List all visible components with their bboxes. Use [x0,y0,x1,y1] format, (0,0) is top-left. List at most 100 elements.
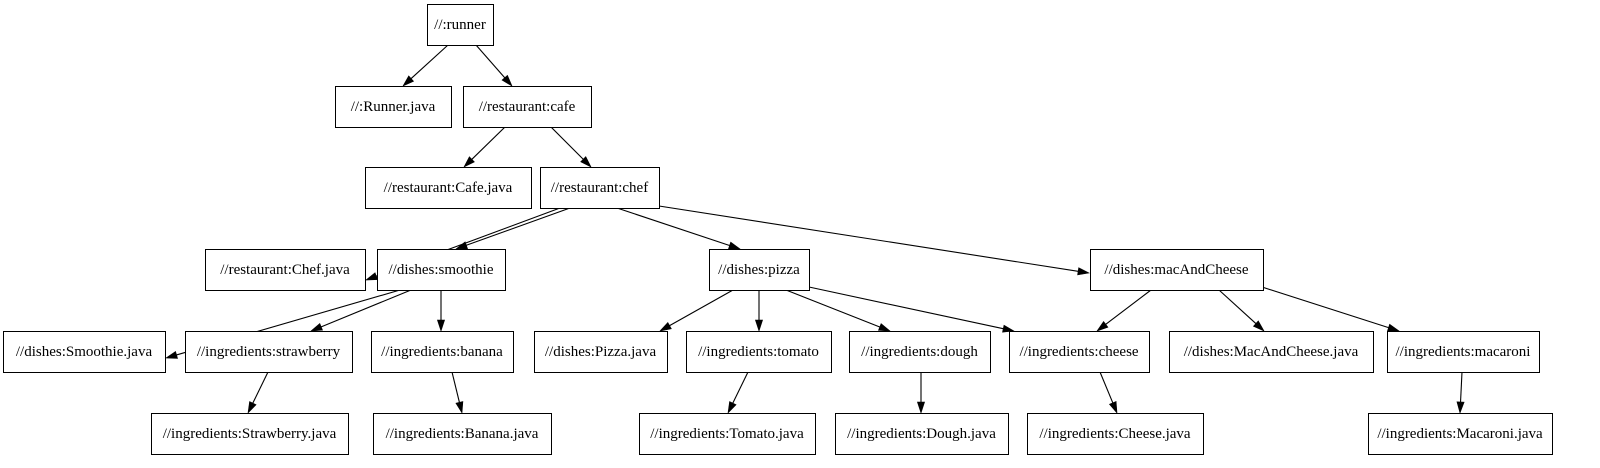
node-label: //dishes:Pizza.java [545,344,657,360]
node-mac_java[interactable]: //dishes:MacAndCheese.java [1169,331,1374,373]
node-box[interactable] [463,86,592,128]
edge-ing_macaroni-to-macaroni_java [1456,371,1465,414]
edge-dishes_pizza-to-ing_cheese [808,286,1015,333]
node-ing_strawberry[interactable]: //ingredients:strawberry [185,331,353,373]
node-label: //:Runner.java [351,99,436,115]
edge-line [1099,371,1114,404]
node-box[interactable] [1368,413,1553,455]
edge-restaurant_cafe-to-restaurant_chef [550,126,592,168]
edge-dishes_mac-to-ing_cheese [1096,289,1152,332]
node-ing_macaroni[interactable]: //ingredients:macaroni [1387,331,1540,373]
node-label: //ingredients:Tomato.java [650,426,804,442]
arrowhead-icon [754,319,764,332]
node-restaurant_chef[interactable]: //restaurant:chef [540,167,660,209]
arrowhead-icon [365,272,378,281]
edge-restaurant_cafe-to-cafe_java [463,126,506,168]
node-cafe_java[interactable]: //restaurant:Cafe.java [365,167,532,209]
edge-ing_banana-to-banana_java [451,371,464,414]
arrowhead-icon [659,321,672,332]
node-box[interactable] [1387,331,1540,373]
edge-line [669,289,734,327]
arrowhead-icon [463,156,475,168]
node-box[interactable] [686,331,832,373]
node-macaroni_java[interactable]: //ingredients:Macaroni.java [1368,413,1553,455]
node-dishes_mac[interactable]: //dishes:macAndCheese [1090,249,1264,291]
node-ing_dough[interactable]: //ingredients:dough [849,331,991,373]
node-box[interactable] [1090,249,1264,291]
node-dishes_pizza[interactable]: //dishes:pizza [709,249,810,291]
node-box[interactable] [427,4,494,46]
arrowhead-icon [1002,324,1015,333]
edge-line [616,207,730,247]
node-banana_java[interactable]: //ingredients:Banana.java [373,413,552,455]
node-box[interactable] [151,413,349,455]
edge-line [1261,286,1389,329]
node-ing_tomato[interactable]: //ingredients:tomato [686,331,832,373]
node-box[interactable] [3,331,166,373]
arrowhead-icon [165,350,178,359]
edge-dishes_mac-to-ing_macaroni [1261,286,1400,332]
arrowhead-icon [1108,401,1118,414]
edge-runner-to-restaurant_cafe [475,44,513,87]
node-box[interactable] [205,249,366,291]
node-label: //ingredients:Cheese.java [1039,426,1191,442]
edge-dishes_mac-to-mac_java [1218,289,1265,332]
arrowhead-icon [402,75,415,87]
node-label: //ingredients:Strawberry.java [163,426,337,442]
node-box[interactable] [540,167,660,209]
node-box[interactable] [849,331,991,373]
arrowhead-icon [1387,323,1400,332]
arrowhead-icon [916,401,926,414]
node-label: //restaurant:chef [551,180,648,196]
node-ing_banana[interactable]: //ingredients:banana [371,331,514,373]
edge-line [410,44,449,79]
node-label: //ingredients:macaroni [1396,344,1531,360]
node-restaurant_cafe[interactable]: //restaurant:cafe [463,86,592,128]
node-label: //ingredients:Dough.java [847,426,996,442]
node-box[interactable] [335,86,452,128]
edge-restaurant_chef-to-dishes_smoothie [455,207,571,250]
node-box[interactable] [709,249,810,291]
node-label: //restaurant:cafe [479,99,576,115]
node-box[interactable] [377,249,506,291]
node-strawberry_java[interactable]: //ingredients:Strawberry.java [151,413,349,455]
node-box[interactable] [365,167,532,209]
node-box[interactable] [185,331,353,373]
edge-runner-to-runner_java [402,44,449,87]
node-chef_java[interactable]: //restaurant:Chef.java [205,249,366,291]
node-box[interactable] [1009,331,1150,373]
edge-dishes_smoothie-to-ing_banana [436,290,446,332]
node-box[interactable] [1027,413,1204,455]
node-box[interactable] [639,413,816,455]
edge-ing_tomato-to-tomato_java [727,371,749,414]
edge-restaurant_chef-to-dishes_pizza [616,207,741,250]
arrowhead-icon [455,401,464,414]
node-box[interactable] [373,413,552,455]
node-box[interactable] [534,331,668,373]
node-box[interactable] [1169,331,1374,373]
node-label: //ingredients:dough [861,344,978,360]
node-box[interactable] [835,413,1009,455]
node-cheese_java[interactable]: //ingredients:Cheese.java [1027,413,1204,455]
node-runner[interactable]: //:runner [427,4,494,46]
node-smoothie_java[interactable]: //dishes:Smoothie.java [3,331,166,373]
edge-line [1105,289,1152,325]
arrowhead-icon [1077,267,1090,276]
node-dough_java[interactable]: //ingredients:Dough.java [835,413,1009,455]
edge-line [475,44,506,79]
edge-ing_strawberry-to-strawberry_java [247,371,269,414]
edge-line [320,289,412,328]
edge-line [1459,371,1463,403]
node-label: //dishes:smoothie [389,262,494,278]
node-dishes_smoothie[interactable]: //dishes:smoothie [377,249,506,291]
node-runner_java[interactable]: //:Runner.java [335,86,452,128]
edge-line [550,126,584,160]
node-ing_cheese[interactable]: //ingredients:cheese [1009,331,1150,373]
edge-line [252,371,269,404]
node-tomato_java[interactable]: //ingredients:Tomato.java [639,413,816,455]
node-label: //:runner [434,17,486,33]
edge-dishes_smoothie-to-ing_strawberry [310,289,412,332]
arrowhead-icon [1096,320,1109,332]
node-box[interactable] [371,331,514,373]
node-pizza_java[interactable]: //dishes:Pizza.java [534,331,668,373]
